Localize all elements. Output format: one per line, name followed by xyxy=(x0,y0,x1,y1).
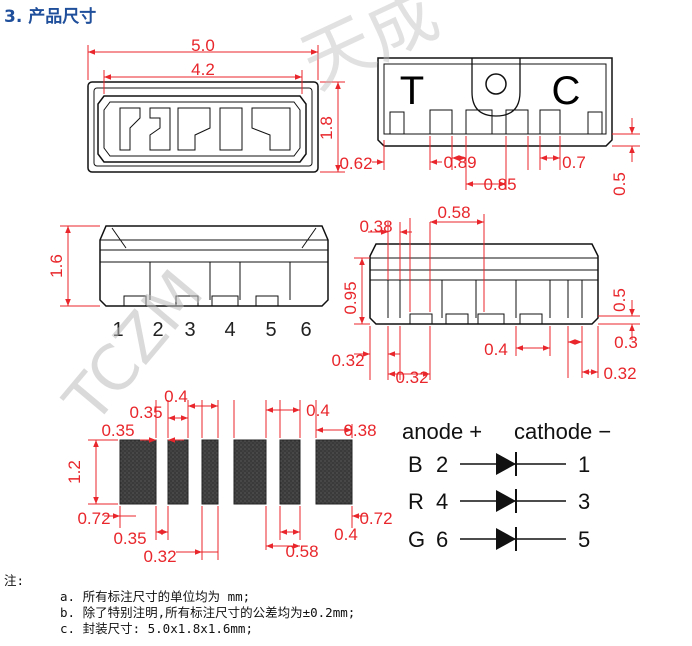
pad xyxy=(119,439,157,505)
diode-symbol-icon xyxy=(496,490,516,512)
dim-058: 0.58 xyxy=(437,203,470,222)
pad xyxy=(279,439,301,505)
row-color: G xyxy=(408,527,425,552)
dim-038: 0.38 xyxy=(359,217,392,236)
fp-dim-032: 0.32 xyxy=(143,547,176,566)
dim-032a: 0.32 xyxy=(331,351,364,370)
fp-dim-04-top: 0.4 xyxy=(164,387,188,406)
dim-032b: 0.32 xyxy=(395,368,428,387)
legend-anode: anode + xyxy=(402,419,482,444)
note-item: c. 封装尺寸: 5.0x1.8x1.6mm; xyxy=(60,621,253,636)
side-view xyxy=(99,225,329,307)
pin-label: 5 xyxy=(265,319,276,341)
row-cathode-pin: 1 xyxy=(578,452,590,477)
dim-length: 5.0 xyxy=(191,36,215,55)
pad xyxy=(233,439,267,505)
fp-dim-072-a: 0.72 xyxy=(77,509,110,528)
notes: 注: a. 所有标注尺寸的单位均为 mm; b. 除了特别注明,所有标注尺寸的公… xyxy=(4,573,355,637)
pin-label: 3 xyxy=(184,319,195,341)
fp-dim-058: 0.58 xyxy=(285,542,318,561)
pin-legend: anode + cathode − B 2 1 R 4 3 G 6 5 xyxy=(402,419,611,552)
row-color: B xyxy=(408,452,423,477)
front-view xyxy=(377,57,613,147)
diode-symbol-icon xyxy=(496,453,516,475)
notes-label: 注: xyxy=(4,573,25,588)
watermark-cn: 天成 xyxy=(289,0,451,105)
bottom-view-dims xyxy=(354,214,640,380)
legend-row-green: G 6 5 xyxy=(408,527,590,552)
section-title: 3. 产品尺寸 xyxy=(4,7,97,27)
letter-c: C xyxy=(552,69,581,113)
dim-032c: 0.32 xyxy=(603,364,636,383)
dim-062: 0.62 xyxy=(339,154,372,173)
pin-label: 4 xyxy=(224,319,235,341)
fp-dim-038: 0.38 xyxy=(343,421,376,440)
dim-095: 0.95 xyxy=(341,281,360,314)
pad xyxy=(201,439,219,505)
dim-height: 1.8 xyxy=(317,116,336,140)
dim-side-height: 1.6 xyxy=(47,254,66,278)
diode-symbol-icon xyxy=(496,528,516,550)
fp-dim-12: 1.2 xyxy=(65,460,84,484)
row-color: R xyxy=(408,489,424,514)
pin-label: 6 xyxy=(300,319,311,341)
fp-dim-035-b: 0.35 xyxy=(101,421,134,440)
legend-cathode: cathode − xyxy=(514,419,611,444)
legend-row-red: R 4 3 xyxy=(408,489,590,514)
dim-04-bottom: 0.4 xyxy=(484,340,508,359)
dim-089: 0.89 xyxy=(443,153,476,172)
dim-05-bottom: 0.5 xyxy=(610,288,629,312)
fp-dim-04-top-b: 0.4 xyxy=(306,401,330,420)
side-view-dims xyxy=(60,225,100,307)
pad xyxy=(167,439,189,505)
dim-03: 0.3 xyxy=(614,333,638,352)
pin-numbers: 1 2 3 4 5 6 xyxy=(112,319,311,341)
fp-dim-035-a: 0.35 xyxy=(129,403,162,422)
front-view-dims xyxy=(372,118,640,190)
pin-label: 1 xyxy=(112,319,123,341)
top-view-dims xyxy=(87,45,345,173)
dim-085: 0.85 xyxy=(483,175,516,194)
row-cathode-pin: 3 xyxy=(578,489,590,514)
row-anode-pin: 6 xyxy=(436,527,448,552)
top-view xyxy=(87,81,319,173)
pad xyxy=(315,439,353,505)
dim-pitch: 4.2 xyxy=(191,60,215,79)
row-anode-pin: 4 xyxy=(436,489,448,514)
row-anode-pin: 2 xyxy=(436,452,448,477)
note-item: a. 所有标注尺寸的单位均为 mm; xyxy=(60,589,251,604)
pin-label: 2 xyxy=(152,319,163,341)
fp-dim-072-b: 0.72 xyxy=(359,509,392,528)
footprint-pads xyxy=(119,439,353,505)
legend-row-blue: B 2 1 xyxy=(408,452,590,477)
row-cathode-pin: 5 xyxy=(578,527,590,552)
fp-dim-04-bottom: 0.4 xyxy=(334,525,358,544)
note-item: b. 除了特别注明,所有标注尺寸的公差均为±0.2mm; xyxy=(60,605,356,620)
footprint-dims xyxy=(88,400,368,560)
fp-dim-035-bottom: 0.35 xyxy=(113,529,146,548)
letter-t: T xyxy=(400,69,424,113)
dim-05-front: 0.5 xyxy=(610,172,629,196)
dim-07: 0.7 xyxy=(562,153,586,172)
